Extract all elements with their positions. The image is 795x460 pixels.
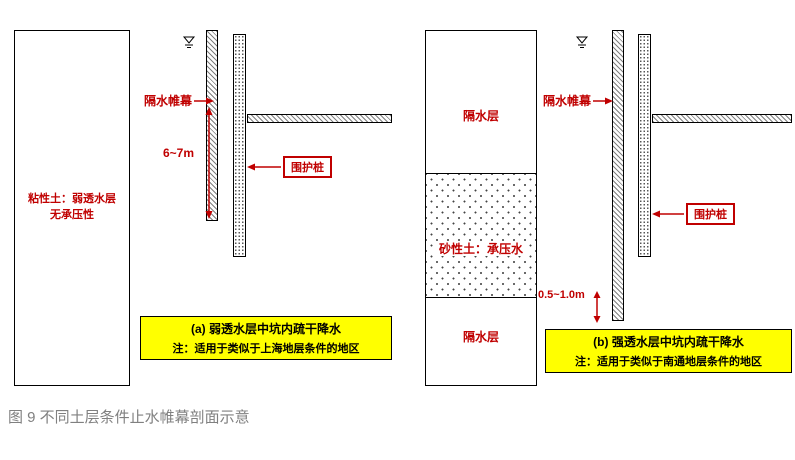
figure-caption: 图 9 不同土层条件止水帷幕剖面示意: [8, 409, 250, 426]
arrow-right-icon: [593, 97, 614, 104]
lower-layer-label: 隔水层: [462, 330, 499, 344]
diagram-b-ground-slab: [652, 114, 792, 123]
diagram-b-note-box: (b) 强透水层中坑内疏干降水 注：适用于类似于南通地层条件的地区: [545, 329, 792, 373]
water-table-icon: [575, 36, 589, 48]
soil-label-line1: 粘性土：弱透水层: [28, 193, 116, 205]
diagram-b-pile-callout: 围护桩: [652, 203, 735, 225]
middle-layer-label-wrap: 砂性土：承压水: [426, 240, 536, 258]
diagram-b-upper-aquiclude: 隔水层: [426, 31, 536, 173]
diagram-b-note-title: (b) 强透水层中坑内疏干降水: [593, 335, 744, 349]
diagram-b-retaining-pile: [638, 34, 651, 257]
diagram-a-note-title: (a) 弱透水层中坑内疏干降水: [190, 322, 341, 336]
diagram-b-curtain-callout: 隔水帷幕: [543, 92, 614, 109]
diagram-a-pile-callout: 围护桩: [247, 156, 332, 178]
diagram-a-soil-label: 粘性土：弱透水层 无承压性: [15, 191, 129, 223]
diagram-a-soil-column: 粘性土：弱透水层 无承压性: [14, 30, 130, 386]
arrow-left-icon: [247, 163, 281, 171]
diagram-b-confined-aquifer: 砂性土：承压水: [426, 173, 536, 298]
diagram-b-lower-aquiclude: 隔水层: [426, 298, 536, 385]
diagram-a-ground-slab: [247, 114, 392, 123]
curtain-label-text: 隔水帷幕: [144, 94, 193, 108]
soil-label-line2: 无承压性: [50, 209, 94, 221]
curtain-label-text: 隔水帷幕: [543, 94, 592, 108]
dimension-arrow-vertical: [593, 291, 601, 323]
dimension-arrow-vertical: [205, 107, 213, 219]
water-table-icon: [182, 36, 196, 48]
diagram-b-note-text: 注：适用于类似于南通地层条件的地区: [575, 356, 762, 368]
middle-layer-label: 砂性土：承压水: [435, 242, 526, 256]
diagram-a-note-text: 注：适用于类似于上海地层条件的地区: [172, 343, 360, 355]
upper-layer-label: 隔水层: [462, 109, 499, 123]
arrow-left-icon: [652, 210, 684, 218]
diagram-a-note-box: (a) 弱透水层中坑内疏干降水 注：适用于类似于上海地层条件的地区: [140, 316, 392, 360]
diagram-b-soil-column: 隔水层 砂性土：承压水 隔水层: [425, 30, 537, 386]
arrow-right-icon: [194, 97, 215, 104]
diagram-a-retaining-pile: [233, 34, 246, 257]
pile-label-text: 围护桩: [686, 203, 735, 225]
diagram-a-curtain-callout: 隔水帷幕: [144, 92, 215, 109]
diagram-b-embed-dimension: 0.5~1.0m: [538, 289, 585, 301]
pile-label-text: 围护桩: [283, 156, 332, 178]
diagram-b-curtain-wall: [612, 30, 624, 321]
diagram-a-depth-dimension: 6~7m: [163, 146, 195, 160]
